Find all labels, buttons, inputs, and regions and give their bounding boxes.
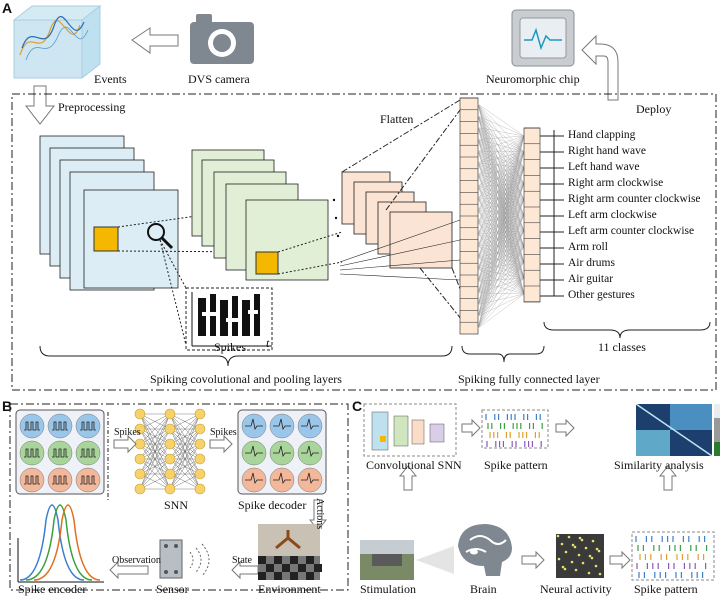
brace-fc: [461, 345, 545, 363]
snn-label: SNN: [164, 498, 189, 512]
arrow-camera-to-events: [131, 27, 179, 54]
classes-count-label: 11 classes: [598, 340, 646, 354]
brain-label: Brain: [470, 582, 497, 596]
chip-icon: [511, 9, 575, 67]
conv-snn-label: Convolutional SNN: [366, 458, 462, 472]
receptive-field-2: [255, 251, 279, 275]
class-item: Air drums: [568, 257, 615, 269]
events-label: Events: [94, 72, 127, 86]
spike-pattern-bottom-label: Spike pattern: [634, 582, 698, 596]
class-item: Right arm counter clockwise: [568, 193, 701, 205]
environment-image: [258, 524, 322, 580]
brain-icon: [458, 524, 512, 576]
neuromorphic-chip-label: Neuromorphic chip: [486, 72, 580, 86]
neural-activity-image: [556, 534, 604, 578]
class-item: Left arm clockwise: [568, 209, 657, 221]
encoder-curves: [17, 504, 104, 583]
event-cube: [12, 4, 102, 80]
preprocessing-arrow: [24, 85, 56, 125]
spike-pattern-top-box: [481, 409, 549, 449]
brace-classes: [543, 321, 711, 339]
spikes-out-label: Spikes: [210, 427, 237, 438]
class-item: Right arm clockwise: [568, 177, 664, 189]
spikes-in-label: Spikes: [114, 427, 141, 438]
spike-pattern-top-label: Spike pattern: [484, 458, 548, 472]
state-label: State: [232, 555, 252, 566]
spike-encoder-label: Spike encoder: [18, 582, 87, 596]
sensor-icon: [159, 539, 210, 579]
spike-decoder-label: Spike decoder: [238, 498, 307, 512]
time-axis-label: t: [266, 336, 270, 350]
class-item: Arm roll: [568, 241, 608, 253]
conv-layer-stack-1: [39, 135, 179, 291]
spike-pattern-glyph: [198, 294, 260, 336]
brace-conv: [39, 345, 453, 367]
pool-layer-stack: [341, 171, 453, 269]
fc-mesh: [477, 103, 525, 329]
class-item: Air guitar: [568, 273, 614, 285]
spike-pattern-bottom-box: [631, 531, 715, 581]
panel-a-label: A: [2, 0, 13, 16]
class-item: Hand clapping: [568, 129, 636, 141]
sensor-label: Sensor: [156, 582, 189, 596]
environment-label: Environment: [258, 582, 321, 596]
conv-layers-label: Spiking covolutional and pooling layers: [150, 372, 342, 386]
observation-label: Observation: [112, 555, 161, 566]
snn-network: [134, 408, 206, 495]
panel-b-label: B: [2, 398, 13, 414]
deploy-label: Deploy: [636, 102, 672, 116]
dvs-camera-label: DVS camera: [188, 72, 250, 86]
class-item: Left arm counter clockwise: [568, 225, 695, 237]
flatten-label: Flatten: [380, 112, 414, 126]
class-item: Other gestures: [568, 289, 635, 301]
conv-layer-stack-2: [191, 149, 329, 281]
preprocessing-label: Preprocessing: [58, 100, 126, 114]
conv-snn-mini: [371, 411, 445, 451]
stimulation-label: Stimulation: [360, 582, 417, 596]
camera-icon: [190, 14, 254, 64]
panel-c-label: C: [352, 398, 363, 414]
deploy-arrow: [581, 34, 619, 101]
stimulation-image: [360, 540, 414, 580]
class-item: Right hand wave: [568, 145, 646, 157]
conv-snn-box: [363, 403, 457, 457]
fc-layer-label: Spiking fully connected layer: [458, 372, 600, 386]
spikes-label: Spikes: [214, 340, 247, 354]
neural-activity-label: Neural activity: [540, 582, 612, 596]
similarity-matrix: [635, 403, 720, 457]
similarity-label: Similarity analysis: [614, 458, 704, 472]
receptive-field-1: [93, 226, 119, 252]
magnifier-icon: [147, 223, 174, 250]
class-item: Left hand wave: [568, 161, 640, 173]
panel-a-frame: [11, 93, 717, 391]
